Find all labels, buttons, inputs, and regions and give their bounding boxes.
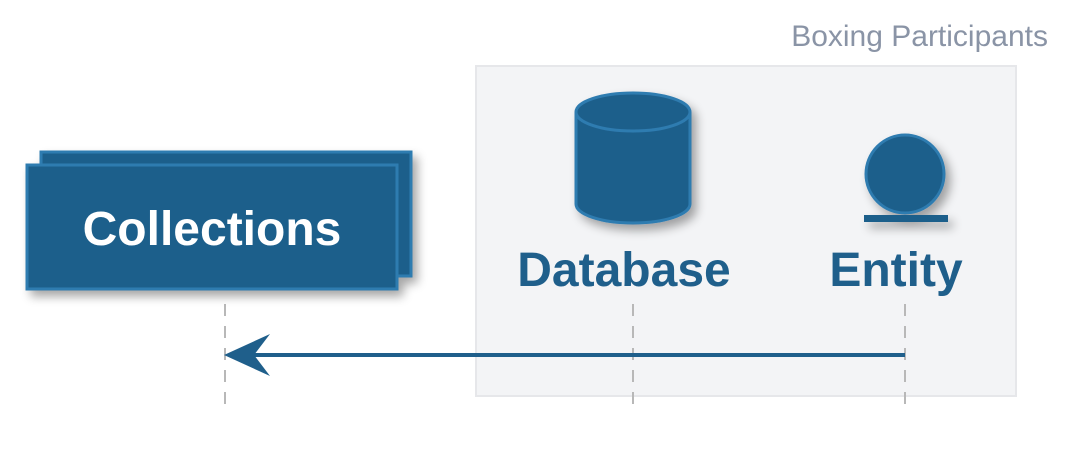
collections-front-rect <box>25 163 399 291</box>
database-cylinder-icon <box>574 91 692 225</box>
participant-label-collections: Collections <box>83 203 342 256</box>
arrow-head-icon <box>224 334 270 376</box>
participant-database[interactable] <box>574 91 692 225</box>
group-box-background <box>475 65 1017 397</box>
participant-group-box: Boxing Participants <box>475 20 1048 397</box>
group-box-title: Boxing Participants <box>791 20 1048 53</box>
message-entity-to-collections[interactable] <box>224 334 905 376</box>
database-cylinder-rim <box>574 111 692 133</box>
entity-underline <box>864 215 948 222</box>
participant-entity[interactable] <box>864 133 948 222</box>
participant-label-entity: Entity <box>829 244 963 297</box>
participant-collections[interactable] <box>25 150 413 291</box>
participant-label-database: Database <box>517 244 730 297</box>
entity-circle-icon <box>864 133 946 215</box>
